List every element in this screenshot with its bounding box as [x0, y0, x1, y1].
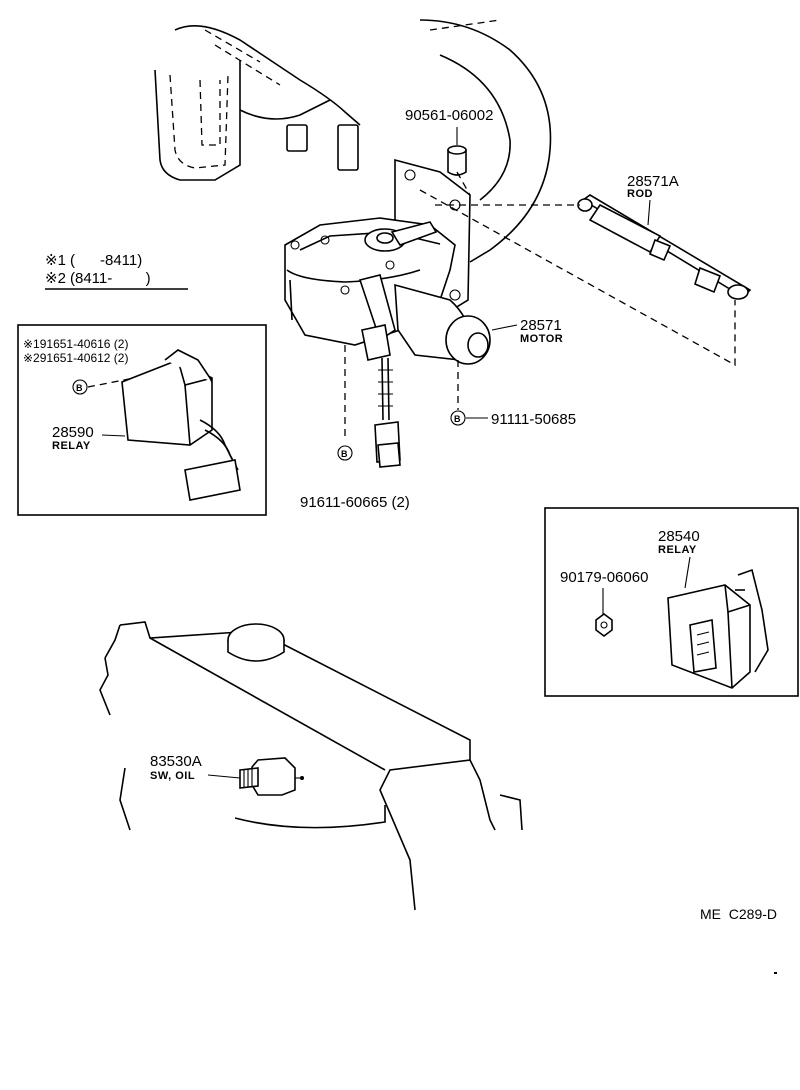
relay-28540-box: 28540 RELAY 90179-06060 [544, 507, 799, 697]
part-28571-number: 28571 [520, 317, 562, 334]
note2-mark: ※2 [45, 270, 66, 287]
motor-lead-wire [374, 357, 401, 468]
part-91611-number: 91611-60665 (2) [300, 494, 410, 511]
note1-mark: ※1 [45, 252, 66, 269]
part-83530a-number: 83530A [150, 753, 202, 770]
callout-b-2: B [454, 414, 461, 424]
part-91111-number: 91111-50685 [491, 411, 576, 428]
collar-part [447, 145, 467, 176]
model-year-notes: ※1 ( -8411) ※2 (8411- ) [45, 252, 188, 290]
part-83530a-name: SW, OIL [150, 770, 195, 782]
part-28540-name: RELAY [658, 544, 697, 556]
note1-range: ( -8411) [70, 252, 142, 269]
rod-part [577, 194, 752, 300]
part-90179-number: 90179-06060 [560, 569, 648, 586]
part-28571a-number: 28571A [627, 173, 679, 190]
part-28540-number: 28540 [658, 528, 700, 545]
alignment-lines [344, 171, 736, 440]
oil-pressure-switch [239, 757, 304, 796]
part-28571-name: MOTOR [520, 333, 563, 345]
part-291651-label: ※291651-40612 (2) [23, 351, 128, 365]
part-90561-number: 90561-06002 [405, 107, 493, 124]
part-28571a-name: ROD [627, 188, 653, 200]
part-28590-name: RELAY [52, 440, 91, 452]
callout-b-1: B [76, 383, 83, 393]
motor-screw-callouts: B B [337, 410, 488, 461]
engine-block-outline [99, 621, 523, 911]
relay-28590-box: ※191651-40616 (2) ※291651-40612 (2) B 28… [17, 324, 267, 516]
note2-range: (8411- ) [70, 270, 151, 287]
part-28590-number: 28590 [52, 424, 94, 441]
diagram-code: ME C289-D [700, 906, 777, 922]
callout-b-3: B [341, 449, 348, 459]
motor-assembly [284, 217, 491, 365]
intake-manifold-outline [154, 19, 552, 263]
part-191651-label: ※191651-40616 (2) [23, 337, 128, 351]
